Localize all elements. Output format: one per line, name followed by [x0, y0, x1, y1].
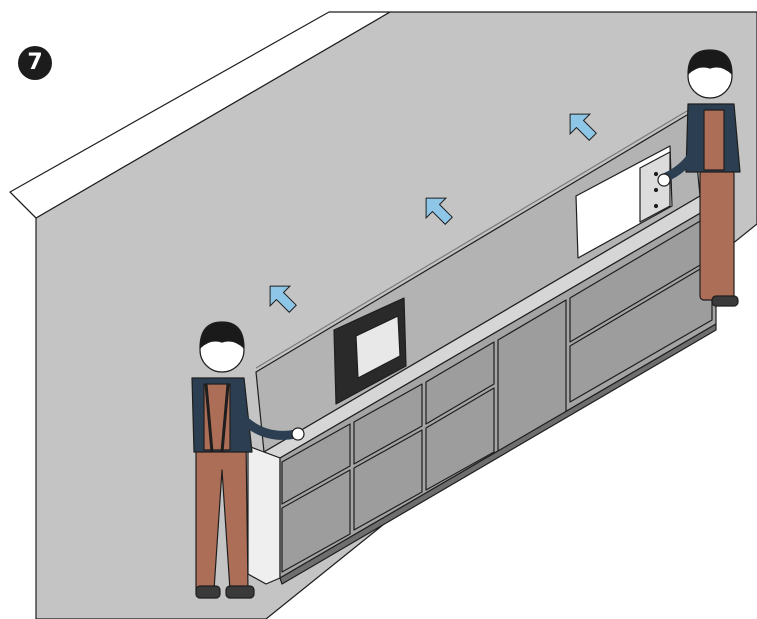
drawer-front	[425, 341, 495, 425]
worker-left-arm	[240, 416, 297, 440]
up-left-arrow-icon	[425, 197, 453, 225]
worker-right	[657, 49, 741, 307]
drawer-front	[425, 387, 495, 491]
worker-left-strap	[220, 383, 230, 453]
wall-edge	[9, 191, 37, 219]
worker-left-shoe	[195, 585, 221, 599]
panel-top-edge	[255, 107, 693, 369]
step-number-badge: 7	[18, 46, 52, 80]
back-panel	[255, 107, 701, 453]
worker-right-hair	[687, 49, 733, 75]
worker-right-shoe	[711, 295, 739, 307]
worker-right-legs	[699, 169, 735, 301]
cutout-hole	[653, 187, 659, 193]
lift-arrows	[269, 113, 597, 313]
cabinet-run	[247, 195, 717, 585]
cutout-hole	[653, 203, 659, 209]
worker-right-hand	[657, 173, 671, 187]
worker-left-shoe	[225, 585, 255, 599]
cutout-right-inner	[639, 151, 671, 223]
worker-left-hair	[199, 321, 245, 349]
up-left-arrow-icon	[569, 113, 597, 141]
worker-left	[191, 321, 305, 599]
plinth	[279, 323, 717, 585]
drawer-front	[569, 261, 713, 403]
drawer-front	[353, 429, 423, 531]
cabinet-side	[247, 445, 281, 585]
worker-right-bib	[703, 109, 725, 171]
cutout-hole	[653, 171, 659, 177]
drawer-front	[281, 469, 351, 573]
worker-left-strap	[204, 383, 214, 453]
cutout-left-inner	[355, 315, 401, 379]
drawer-front	[281, 423, 351, 505]
up-left-arrow-icon	[269, 285, 297, 313]
worker-left-hand	[291, 427, 305, 441]
drawer-front	[353, 383, 423, 465]
